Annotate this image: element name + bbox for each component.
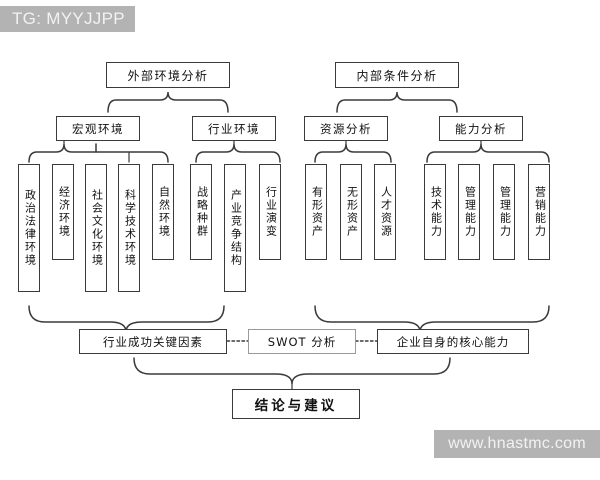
node-label: 人才资源 (379, 186, 393, 238)
node-capability-analysis[interactable]: 能力分析 (439, 116, 523, 141)
node-internal-condition-analysis[interactable]: 内部条件分析 (335, 62, 459, 88)
leaf-intangible-assets[interactable]: 无形资产 (340, 164, 362, 260)
node-industry-key-success-factors[interactable]: 行业成功关键因素 (79, 329, 227, 354)
leaf-marketing-capability[interactable]: 营销能力 (528, 164, 550, 260)
node-label: SWOT 分析 (267, 334, 337, 349)
node-macro-environment[interactable]: 宏观环境 (56, 116, 140, 141)
node-label: 宏观环境 (72, 121, 124, 136)
leaf-industry-competitive-structure[interactable]: 产业竞争结构 (224, 164, 246, 292)
leaf-political-legal-environment[interactable]: 政治法律环境 (18, 164, 40, 292)
leaf-tangible-assets[interactable]: 有形资产 (305, 164, 327, 260)
node-resource-analysis[interactable]: 资源分析 (304, 116, 388, 141)
leaf-social-cultural-environment[interactable]: 社会文化环境 (85, 164, 107, 292)
leaf-management-capability-2[interactable]: 管理能力 (493, 164, 515, 260)
watermark-text: www.hnastmc.com (448, 435, 586, 452)
leaf-management-capability-1[interactable]: 管理能力 (458, 164, 480, 260)
node-label: 行业成功关键因素 (103, 334, 203, 349)
node-label: 资源分析 (320, 121, 372, 136)
node-label: 管理能力 (498, 186, 512, 238)
leaf-industry-evolution[interactable]: 行业演变 (259, 164, 281, 260)
node-label: 内部条件分析 (356, 68, 438, 83)
node-label: 有形资产 (310, 186, 324, 238)
node-label: 企业自身的核心能力 (396, 334, 510, 349)
node-label: 自然环境 (157, 186, 171, 238)
node-label: 无形资产 (345, 186, 359, 238)
leaf-natural-environment[interactable]: 自然环境 (152, 164, 174, 260)
watermark-text: TG: MYYJJPP (12, 9, 125, 28)
node-label: 行业环境 (208, 121, 260, 136)
node-label: 政治法律环境 (23, 189, 37, 267)
leaf-talent-resources[interactable]: 人才资源 (374, 164, 396, 260)
node-industry-environment[interactable]: 行业环境 (192, 116, 276, 141)
leaf-economic-environment[interactable]: 经济环境 (52, 164, 74, 260)
node-label: 结论与建议 (254, 398, 338, 414)
leaf-science-technology-environment[interactable]: 科学技术环境 (118, 164, 140, 292)
node-label: 技术能力 (429, 186, 443, 238)
node-label: 营销能力 (533, 186, 547, 238)
node-conclusion-and-recommendations[interactable]: 结论与建议 (232, 389, 360, 419)
leaf-technical-capability[interactable]: 技术能力 (424, 164, 446, 260)
watermark-bottom-right: www.hnastmc.com (434, 430, 600, 458)
node-label: 社会文化环境 (90, 189, 104, 267)
node-label: 经济环境 (57, 186, 71, 238)
node-label: 科学技术环境 (123, 189, 137, 267)
node-label: 行业演变 (264, 186, 278, 238)
watermark-top-left: TG: MYYJJPP (0, 6, 135, 32)
leaf-strategic-group[interactable]: 战略种群 (190, 164, 212, 260)
node-label: 战略种群 (195, 186, 209, 238)
node-label: 外部环境分析 (127, 68, 209, 83)
node-enterprise-core-capability[interactable]: 企业自身的核心能力 (377, 329, 529, 354)
node-label: 产业竞争结构 (229, 189, 243, 267)
node-external-environment-analysis[interactable]: 外部环境分析 (106, 62, 230, 88)
node-swot-analysis[interactable]: SWOT 分析 (248, 329, 356, 354)
node-label: 管理能力 (463, 186, 477, 238)
node-label: 能力分析 (455, 121, 507, 136)
